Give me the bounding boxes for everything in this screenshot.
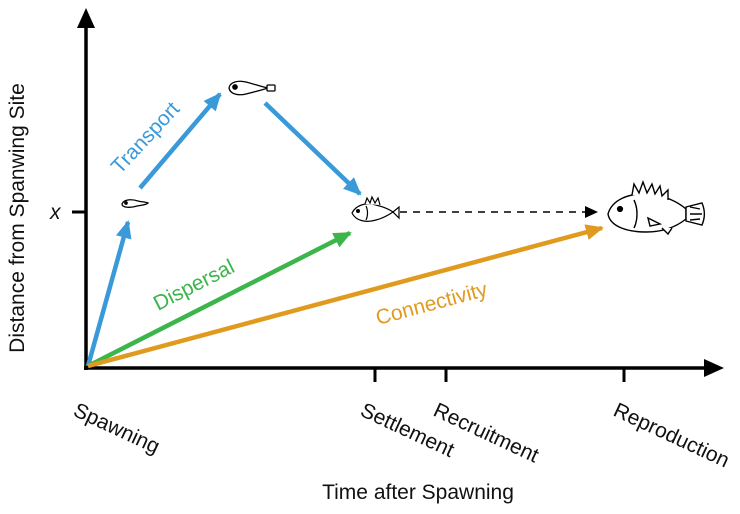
dashed-arrow xyxy=(400,206,598,218)
fish-larva-icon xyxy=(228,80,276,96)
x-axis xyxy=(84,359,724,377)
dispersal-label: Dispersal xyxy=(150,255,238,315)
connectivity-arrow xyxy=(87,224,604,369)
y-axis-title: Distance from Spanwing Site xyxy=(6,83,29,353)
x-tick-label-reproduction: Reproduction xyxy=(610,399,733,473)
adult-fish-icon xyxy=(607,179,705,236)
dispersal-arrow xyxy=(86,230,352,369)
juvenile-fish-icon xyxy=(351,195,400,222)
transport-label: Transport xyxy=(107,97,185,178)
x-axis-title: Time after Spawning xyxy=(322,481,514,504)
x-tick-label-spawning: Spawning xyxy=(70,399,163,459)
transport-arrows xyxy=(85,92,362,367)
y-axis xyxy=(77,8,95,370)
fish-egg-icon xyxy=(121,199,150,208)
y-tick-label: x xyxy=(49,201,62,224)
